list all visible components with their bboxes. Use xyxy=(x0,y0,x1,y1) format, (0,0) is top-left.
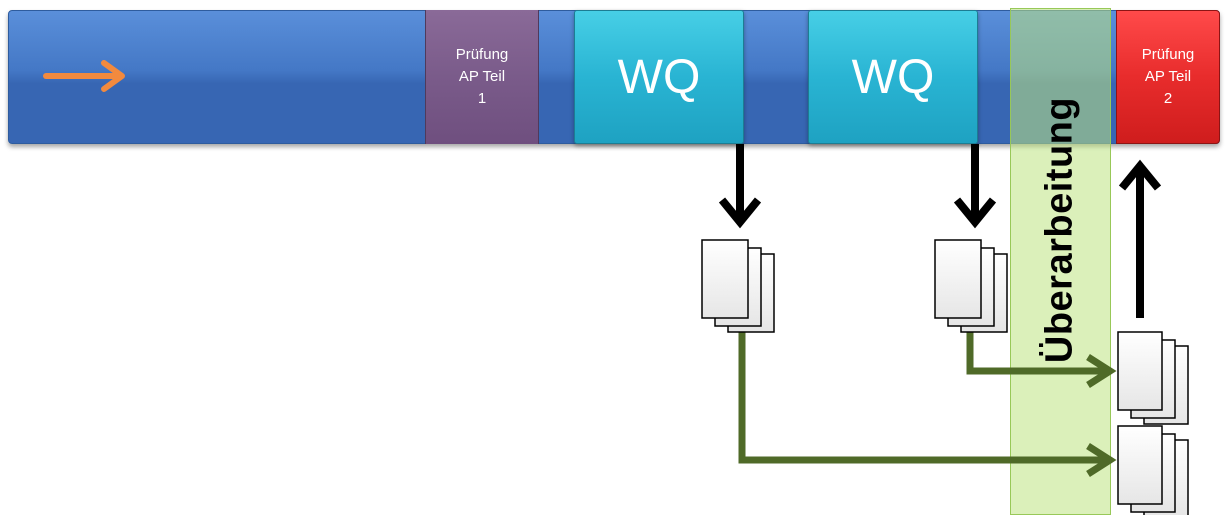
arrow-up-icon xyxy=(1118,159,1162,318)
arrow-down-icon xyxy=(953,144,997,229)
pruefung-1-line-3: 1 xyxy=(477,90,487,107)
pruefung-ap-teil-1-block: Prüfung AP Teil 1 xyxy=(425,10,539,144)
pruefung-1-line-1: Prüfung xyxy=(455,46,509,63)
arrow-down-icon xyxy=(718,144,762,229)
arrow-right-icon xyxy=(43,60,125,92)
pruefung-2-line-1: Prüfung xyxy=(1141,46,1195,63)
document-stack-icon xyxy=(1117,425,1189,515)
wq-2-label: WQ xyxy=(851,50,935,104)
wq-block-1: WQ xyxy=(574,10,744,144)
wq-block-2: WQ xyxy=(808,10,978,144)
ueberarbeitung-band xyxy=(1010,8,1111,515)
ueberarbeitung-label: Überarbeitung xyxy=(1038,96,1081,364)
pruefung-2-line-3: 2 xyxy=(1163,90,1173,107)
document-stack-icon xyxy=(1117,331,1189,425)
flow-arrow-wq2-to-stack xyxy=(966,322,1117,388)
wq-1-label: WQ xyxy=(617,50,701,104)
document-stack-icon xyxy=(701,239,775,333)
pruefung-ap-teil-2-block: Prüfung AP Teil 2 xyxy=(1116,10,1220,144)
flow-arrow-wq1-to-stack xyxy=(738,328,1117,477)
pruefung-2-line-2: AP Teil xyxy=(1144,68,1192,85)
pruefung-1-line-2: AP Teil xyxy=(458,68,506,85)
document-stack-icon xyxy=(934,239,1008,333)
